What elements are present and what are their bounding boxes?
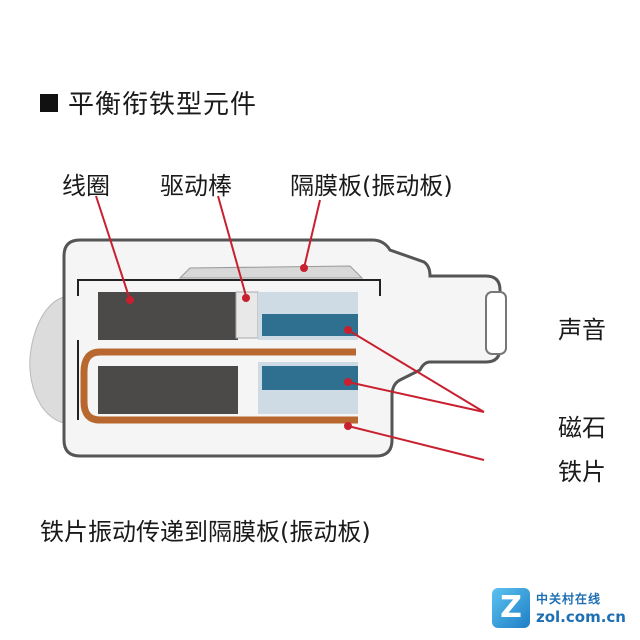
pointer-magnet-top <box>347 329 485 413</box>
label-diaphragm: 隔膜板(振动板) <box>290 172 453 200</box>
pointer-lines <box>95 195 485 461</box>
dot-coil <box>126 296 134 304</box>
zol-logo-icon: Z <box>492 588 530 628</box>
pointer-armature <box>347 425 485 461</box>
label-sound: 声音 <box>558 316 606 344</box>
magnet-top <box>262 314 358 336</box>
diaphragm-top-plate <box>178 265 364 279</box>
armature-strip <box>80 348 358 424</box>
casing-left-cap <box>29 295 69 425</box>
title-block: 平衡衔铁型元件 <box>40 84 257 121</box>
label-coil: 线圈 <box>62 172 110 200</box>
diagram-caption: 铁片振动传递到隔膜板(振动板) <box>40 518 371 546</box>
dot-magnet-top <box>344 326 352 334</box>
pointer-drive-rod <box>217 195 247 297</box>
watermark-brand-cn: 中关村在线 <box>536 592 602 606</box>
dot-diaphragm <box>300 264 308 272</box>
pointer-coil <box>95 195 131 301</box>
pointer-dots <box>126 264 352 430</box>
label-magnet: 磁石 <box>558 414 606 442</box>
dot-armature <box>344 422 352 430</box>
label-drive-rod: 驱动棒 <box>160 172 232 200</box>
zol-watermark: Z 中关村在线 zol.com.cn <box>492 588 632 634</box>
diagram-title: 平衡衔铁型元件 <box>68 90 258 120</box>
pointer-diaphragm <box>303 199 321 269</box>
watermark-brand-en: zol.com.cn <box>536 608 626 626</box>
coil-top <box>98 292 238 340</box>
coil-bottom <box>98 366 238 414</box>
dot-drive-rod <box>242 294 250 302</box>
sound-outlet <box>485 291 507 355</box>
inner-frame <box>77 279 381 296</box>
label-armature: 铁片 <box>558 458 606 486</box>
magnet-bottom <box>262 366 358 390</box>
pointer-magnet-bottom <box>347 381 485 413</box>
dot-magnet-bottom <box>344 378 352 386</box>
square-bullet-icon <box>40 93 58 112</box>
